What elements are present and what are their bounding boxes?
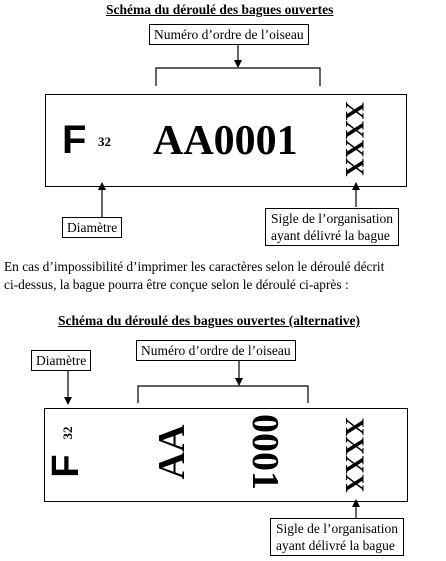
diagram1-country-code: F <box>62 118 87 162</box>
diagram2-ring-strip <box>44 408 408 502</box>
diagram2-diameter-label: Diamètre <box>31 350 92 371</box>
diagram1-diameter-label: Diamètre <box>62 217 123 238</box>
diagram2-bird-number-label: Numéro d’ordre de l’oiseau <box>136 340 296 361</box>
diagram2-org-label-line1: Sigle de l’organisation <box>276 521 398 536</box>
diagram1-title: Schéma du déroulé des bagues ouvertes <box>106 2 334 17</box>
diagram1-org-label-line2: ayant délivré la bague <box>271 228 390 243</box>
paragraph-line-1: En cas d’impossibilité d’imprimer les ca… <box>4 259 385 274</box>
diagram1-ring-strip <box>45 94 407 187</box>
diagram1-org-label-line1: Sigle de l’organisation <box>271 211 393 226</box>
diagram1-org-label: Sigle de l’organisation ayant délivré la… <box>265 208 399 246</box>
explanatory-paragraph: En cas d’impossibilité d’imprimer les ca… <box>4 258 444 294</box>
diagram2-title: Schéma du déroulé des bagues ouvertes (a… <box>58 313 360 328</box>
diagram1-bird-number-bracket <box>155 67 321 86</box>
diagram2-org-label-line2: ayant délivré la bague <box>276 538 395 553</box>
diagram2-org-label: Sigle de l’organisation ayant délivré la… <box>270 518 404 556</box>
paragraph-line-2: ci-dessus, la bague pourra être conçue s… <box>4 277 349 292</box>
diagram1-diameter-value: 32 <box>98 134 111 149</box>
diagram1-ring-number: AA0001 <box>153 118 298 164</box>
diagram1-bird-number-label: Numéro d’ordre de l’oiseau <box>149 24 309 45</box>
diagram2-bird-number-bracket <box>137 385 309 403</box>
